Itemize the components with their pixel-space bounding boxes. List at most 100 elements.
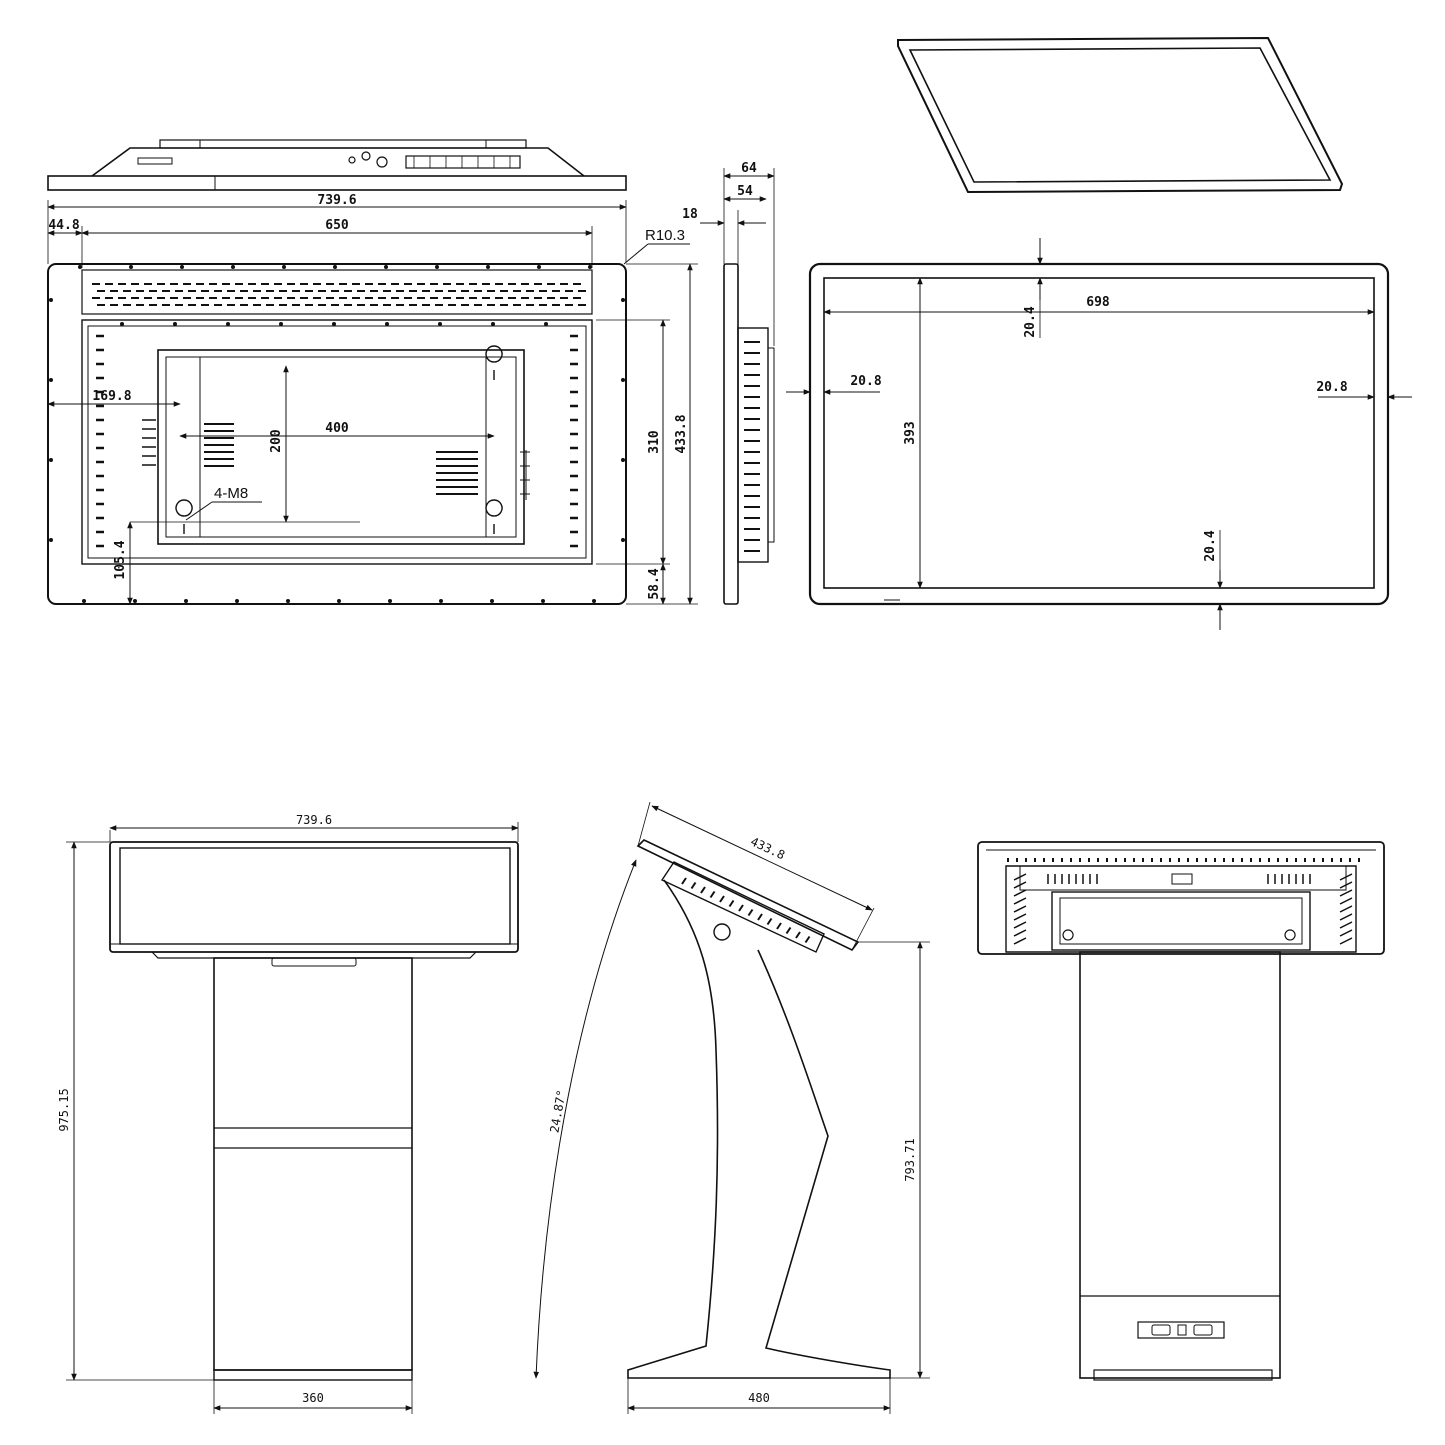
screw-dot (337, 599, 341, 603)
vesa-height-label: 200 (269, 429, 284, 453)
screw-dot (588, 265, 592, 269)
screw-dot (49, 378, 53, 382)
slot (690, 881, 697, 890)
screw-dot (592, 599, 596, 603)
kiosk-front-width-label: 739.6 (296, 813, 332, 827)
slot (785, 926, 792, 935)
vesa-vent-grilles (142, 419, 478, 495)
slot (700, 886, 706, 894)
kiosk-panel-length-label: 433.8 (748, 834, 787, 862)
slot (1339, 897, 1353, 905)
screw-dot (173, 322, 177, 326)
kiosk-base-width-label: 360 (302, 1391, 324, 1405)
side-view: 64 54 18 (682, 161, 775, 605)
slot (1339, 905, 1353, 913)
vesa-connectors (520, 450, 530, 500)
kiosk-side-view: 480 433.8 24.87° 793.71 (533, 801, 930, 1414)
screw-dot (621, 298, 625, 302)
screw-dot (226, 322, 230, 326)
top-bezel-label: 20.4 (1023, 306, 1038, 337)
top-view-width-label: 739.6 (317, 193, 356, 208)
screw-dot (621, 378, 625, 382)
slot (1339, 937, 1353, 945)
mount-screw-label: 4-M8 (214, 485, 248, 502)
screw-dot (544, 322, 548, 326)
screw-dot (490, 599, 494, 603)
rear-margin-label: 44.8 (48, 218, 79, 233)
screw-dot (384, 265, 388, 269)
bottom-margin-label: 58.4 (647, 568, 662, 599)
screw-dot (621, 538, 625, 542)
slot (804, 935, 811, 944)
screw-dot (388, 599, 392, 603)
perimeter-screws (49, 265, 625, 603)
screw-dot (491, 322, 495, 326)
side-depth-total-label: 64 (741, 161, 757, 176)
screw-dot (180, 265, 184, 269)
corner-radius-label: R10.3 (645, 227, 685, 244)
slot (1339, 929, 1353, 937)
slot (1013, 937, 1027, 945)
slot (1339, 921, 1353, 929)
screw-dot (49, 458, 53, 462)
side-vent-slots (744, 341, 760, 552)
side-depth-body-label: 54 (737, 184, 753, 199)
screw-dot (82, 599, 86, 603)
active-height-label: 393 (903, 421, 918, 444)
screw-dot (286, 599, 290, 603)
slot (1013, 905, 1027, 913)
screw-dot (120, 322, 124, 326)
active-width-label: 698 (1086, 295, 1110, 310)
rear-height-label: 433.8 (674, 414, 689, 453)
kiosk-side-height-label: 793.71 (903, 1138, 917, 1181)
rear-vent-slots (1007, 858, 1360, 945)
side-bezel-depth-label: 18 (682, 207, 698, 222)
slot (1013, 921, 1027, 929)
slot (709, 890, 716, 899)
rear-hole-span-label: 650 (325, 218, 349, 233)
kiosk-base-depth-label: 480 (748, 1391, 770, 1405)
kiosk-rear-view (977, 841, 1385, 1381)
screw-dot (49, 538, 53, 542)
slot (1013, 913, 1027, 921)
kiosk-front-height-label: 975.15 (57, 1088, 71, 1131)
screw-dot (133, 599, 137, 603)
slot (681, 877, 687, 885)
screw-dot (231, 265, 235, 269)
slot (728, 899, 735, 908)
screw-dot (385, 322, 389, 326)
top-view: 739.6 (47, 139, 627, 210)
slot (757, 913, 763, 921)
screw-dot (435, 265, 439, 269)
screw-dot (129, 265, 133, 269)
slot (1013, 897, 1027, 905)
slot (776, 922, 782, 930)
screw-dot (184, 599, 188, 603)
slot (1339, 889, 1353, 897)
screw-dot (49, 298, 53, 302)
screw-dot (279, 322, 283, 326)
slot (795, 931, 801, 939)
screw-dot (621, 458, 625, 462)
screw-dot (78, 265, 82, 269)
screw-dot (333, 265, 337, 269)
screw-dot (439, 599, 443, 603)
screw-dot (537, 265, 541, 269)
slot (766, 917, 773, 926)
bottom-bezel-label: 20.4 (1203, 530, 1218, 561)
left-bezel-label: 20.8 (850, 374, 881, 389)
screw-dot (541, 599, 545, 603)
side-vent-slots (96, 334, 578, 548)
vesa-holes (175, 345, 503, 534)
kiosk-front-view: 739.6 975.15 360 (57, 813, 519, 1414)
inner-height-label: 310 (647, 430, 662, 454)
perspective-panel (897, 36, 1344, 194)
slot (738, 904, 744, 912)
vesa-offset-label: 169.8 (92, 389, 131, 404)
screw-dot (486, 265, 490, 269)
slot (1013, 929, 1027, 937)
screw-dot (332, 322, 336, 326)
slot (1013, 889, 1027, 897)
screw-dot (282, 265, 286, 269)
slot (719, 895, 725, 903)
